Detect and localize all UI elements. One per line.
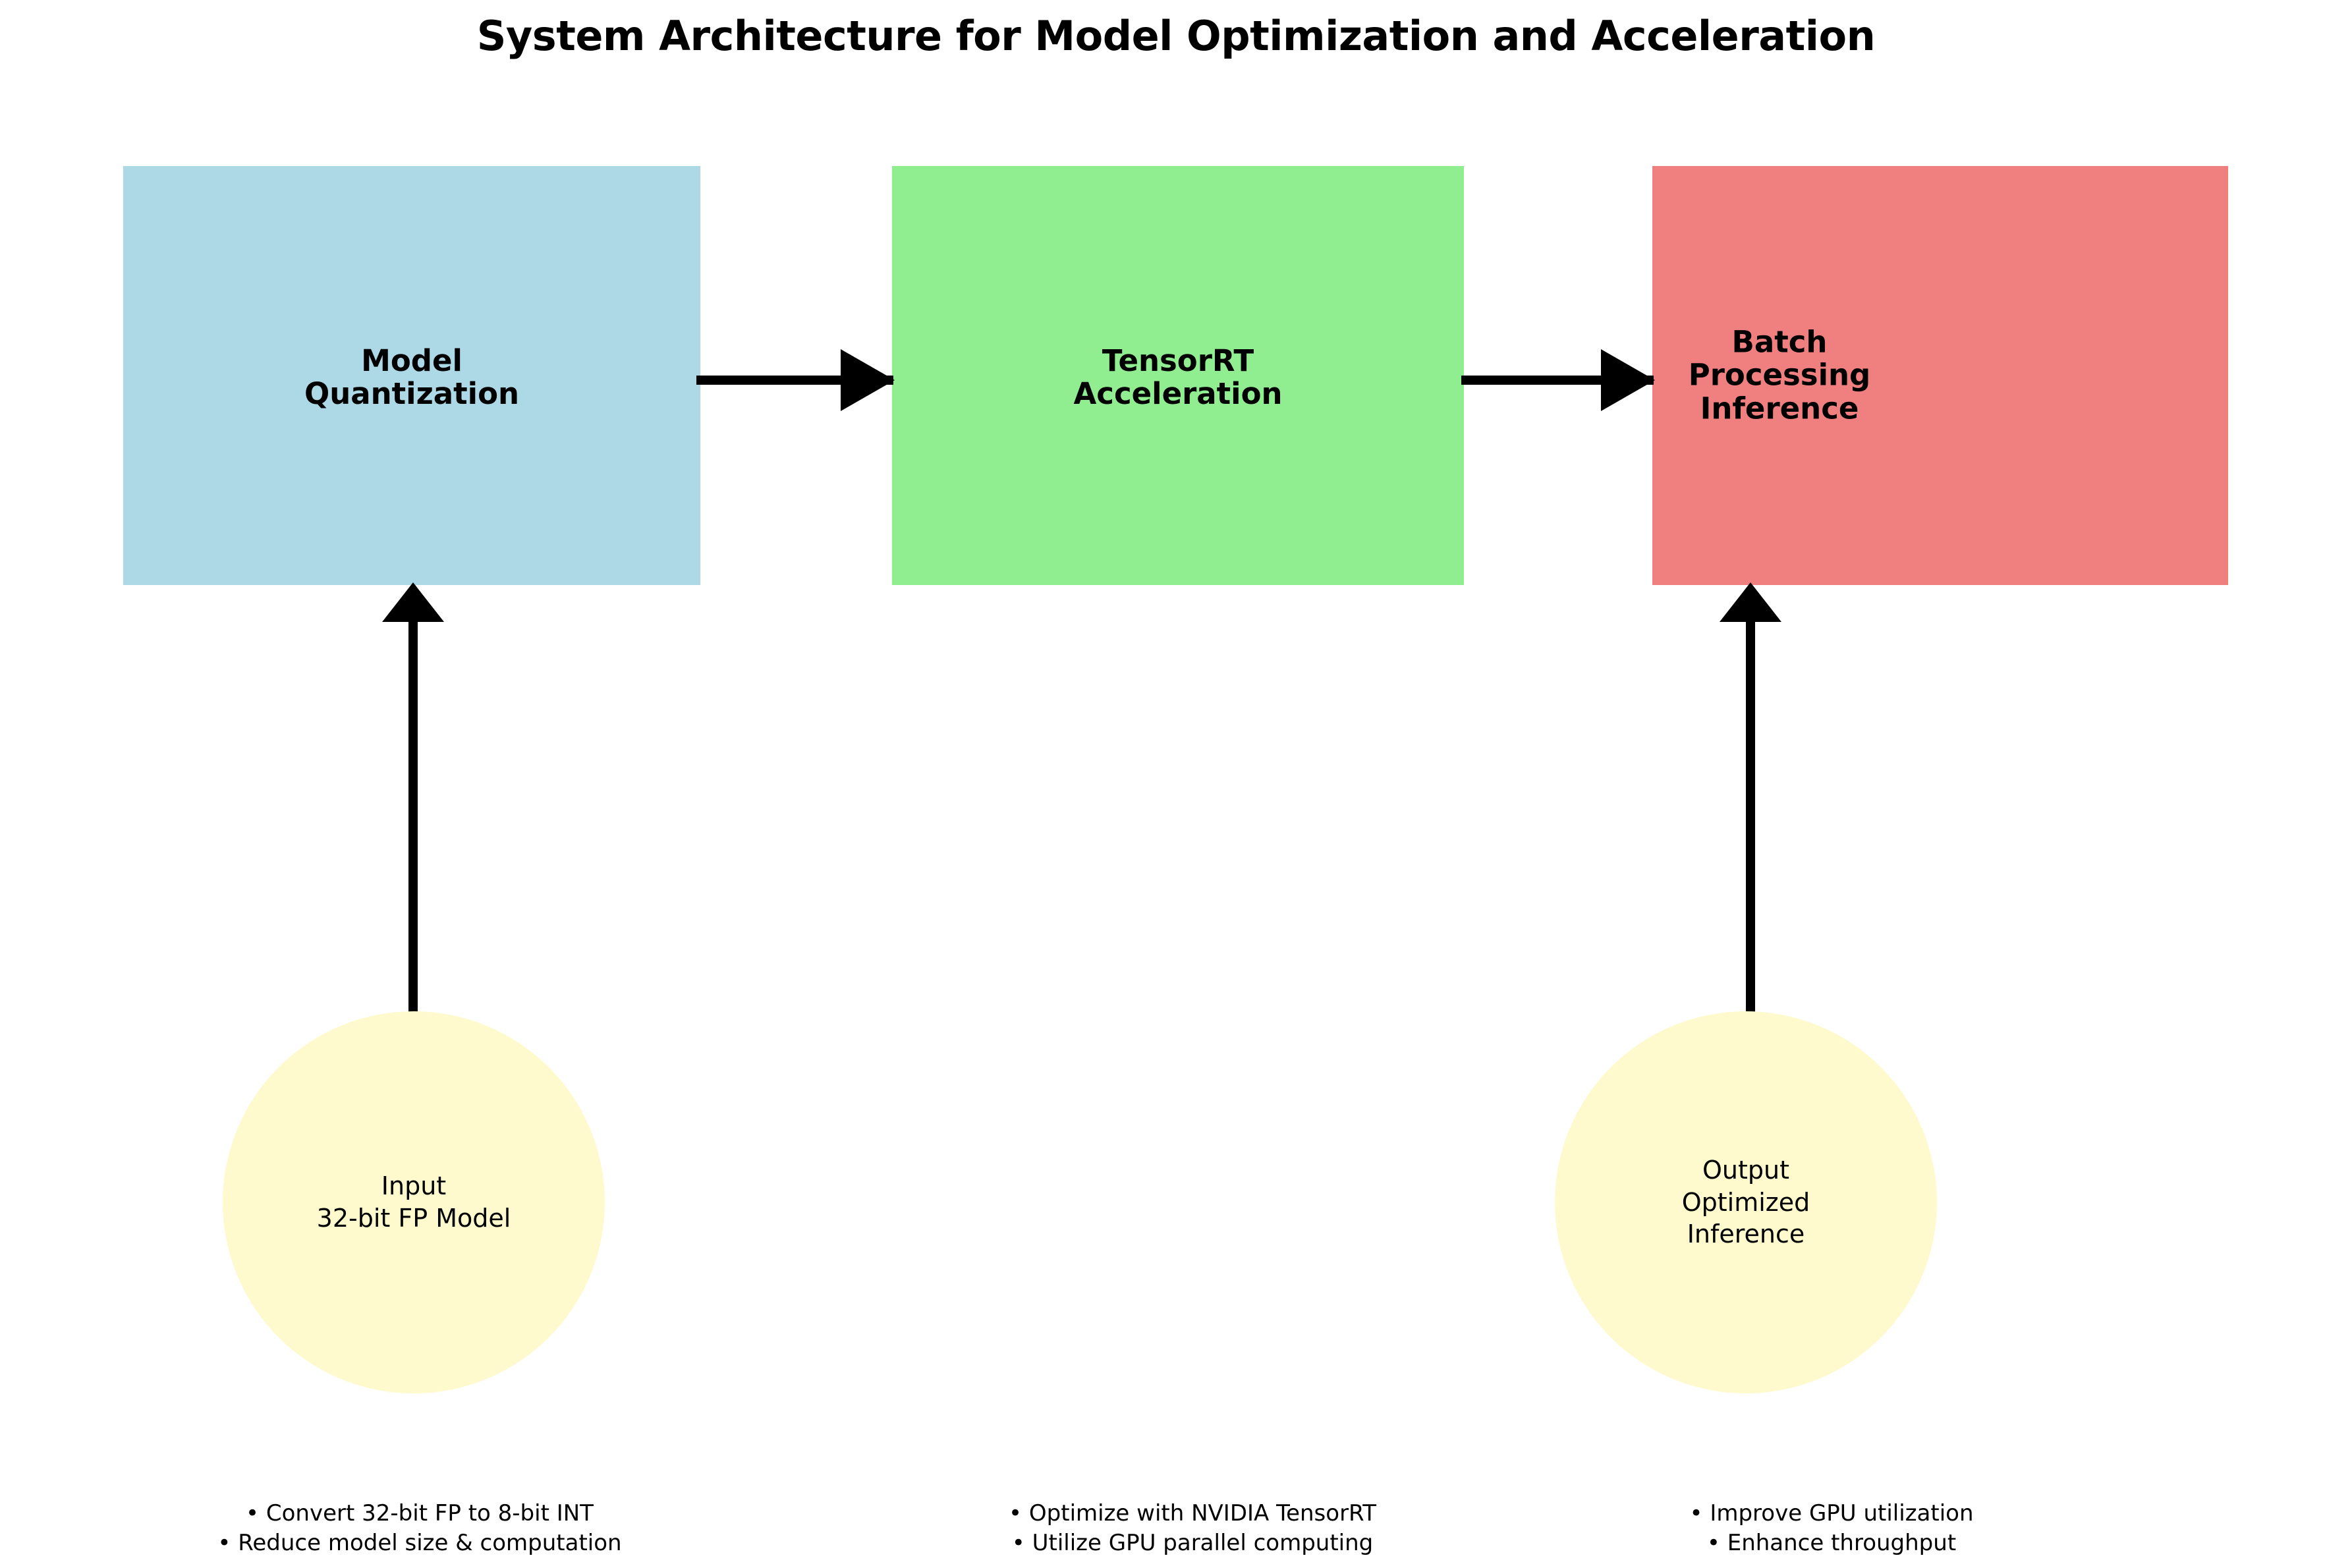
stage-label-tensorrt-acceleration: TensorRT Acceleration [1073,343,1283,411]
terminator-ellipse-output[interactable]: Output Optimized Inference [1555,1011,1937,1393]
arrow-right-icon-tensorrt-to-batch [1461,349,1655,411]
arrow-up-icon-output-to-batch [1720,582,1781,1013]
arrow-head [1601,349,1655,411]
stage-details-model-quantization: • Convert 32-bit FP to 8-bit INT • Reduc… [217,1500,622,1556]
page-title: System Architecture for Model Optimizati… [476,12,1876,60]
stage-label-model-quantization: Model Quantization [304,343,520,411]
terminator-ellipse-input[interactable]: Input 32-bit FP Model [223,1011,605,1393]
arrow-head [382,582,444,622]
stage-label-batch-processing-inference: Batch Processing Inference [1688,324,1871,426]
stage-box-model-quantization[interactable]: Model Quantization [123,166,700,585]
arrow-up-icon-input-to-quantization [382,582,444,1013]
stage-details-batch-processing-inference: • Improve GPU utilization • Enhance thro… [1689,1500,1974,1556]
arrow-right-icon-quantization-to-tensorrt [696,349,895,411]
stage-details-tensorrt-acceleration: • Optimize with NVIDIA TensorRT • Utiliz… [1009,1500,1376,1556]
stage-box-batch-processing-inference[interactable]: Batch Processing Inference [1652,166,2228,585]
arrow-head [841,349,895,411]
terminator-label-output: Output Optimized Inference [1681,1156,1810,1249]
stage-box-tensorrt-acceleration[interactable]: TensorRT Acceleration [892,166,1464,585]
terminator-label-input: Input 32-bit FP Model [316,1171,511,1233]
arrow-head [1720,582,1781,622]
